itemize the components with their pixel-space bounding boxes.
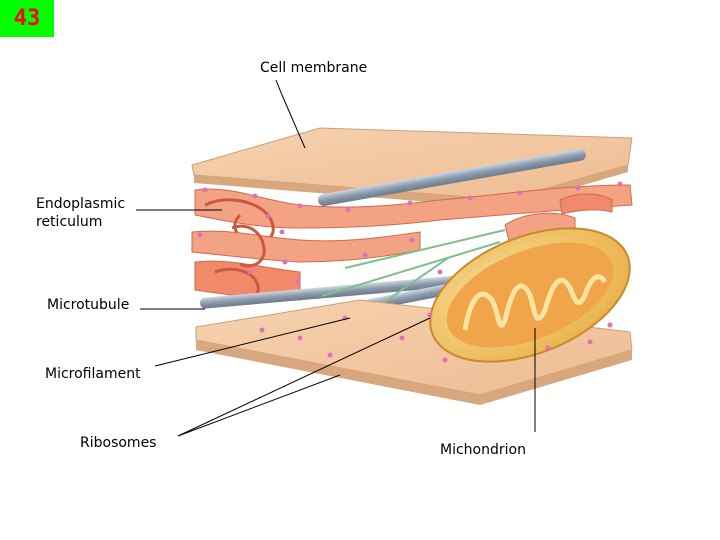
microtubule-label: Microtubule <box>47 296 129 314</box>
cell-membrane-label: Cell membrane <box>260 59 367 77</box>
endoplasmic-reticulum-label: Endoplasmic reticulum <box>36 195 146 231</box>
ribosomes-label: Ribosomes <box>80 434 156 452</box>
microfilament-label: Microfilament <box>45 365 141 383</box>
mitochondrion-label: Michondrion <box>440 441 526 459</box>
er-label-line2: reticulum <box>36 214 102 230</box>
er-label-line1: Endoplasmic <box>36 196 125 212</box>
